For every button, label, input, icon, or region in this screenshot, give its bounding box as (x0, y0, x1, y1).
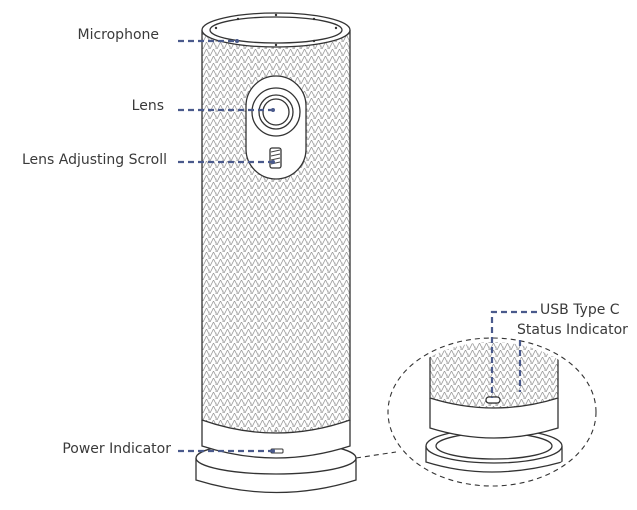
label-microphone: Microphone (77, 27, 160, 43)
zoomed-base (425, 342, 563, 473)
label-status-indicator: Status Indicator (517, 322, 628, 338)
label-usb-type-c: USB Type C (540, 302, 620, 318)
label-lens: Lens (131, 98, 164, 114)
label-power-indicator: Power Indicator (62, 441, 171, 457)
zoom-bubble (387, 337, 597, 487)
label-lens-adjusting-scroll: Lens Adjusting Scroll (21, 152, 167, 168)
leader-lines (178, 39, 537, 453)
camera-body (195, 12, 357, 494)
lens-housing (245, 75, 307, 180)
